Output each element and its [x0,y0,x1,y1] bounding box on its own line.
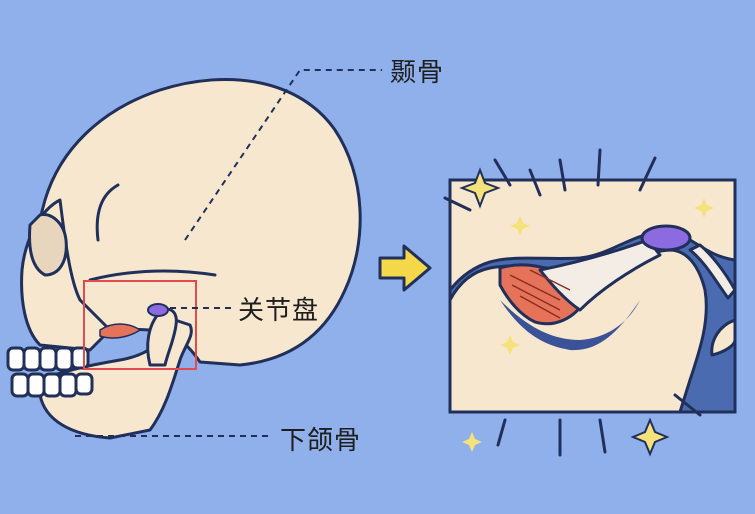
label-mandible: 下颌骨 [280,426,362,456]
lower-teeth [10,372,94,398]
small-disc [147,303,169,317]
ray [443,196,472,212]
sparkle-icon [459,167,501,209]
skull-eye-socket [28,212,68,277]
ray [598,418,607,454]
tooth [42,372,62,398]
sparkle-icon [510,216,530,236]
sparkle-rays [443,148,702,457]
tooth [6,346,26,372]
tooth [10,372,30,398]
small-muscle [99,323,142,339]
skull-cranium [36,77,362,367]
stripe [519,295,561,319]
tooth [38,346,58,372]
ray [596,148,602,187]
zoom-articular-disc [640,224,692,252]
upper-teeth [6,346,90,372]
stripe [529,269,571,291]
sparkles [459,167,714,457]
zoom-panel [448,178,737,414]
sparkle-icon [500,335,520,355]
leader-lines [75,69,382,437]
sparkle-icon [462,432,482,452]
muscle-stripes [509,269,571,319]
tooth [74,372,94,396]
tooth [58,372,78,398]
tooth [54,346,74,372]
ray [528,168,542,197]
highlight-box [83,280,197,370]
skull-joint-detail [99,303,169,339]
zoom-ligament [538,238,662,312]
arrow-icon [378,244,432,292]
label-temporal-bone: 颞骨 [390,58,445,88]
skull-nasal-line [95,183,120,242]
ray [493,158,512,187]
zoom-panel-border [448,178,737,414]
sparkle-icon [630,417,670,457]
stripe [509,274,561,301]
ray [673,393,702,417]
zoom-lower-ligament [688,243,735,300]
ray [496,418,507,447]
zoom-temporal-bone [450,180,735,292]
tooth [70,346,90,370]
sparkle-icon [694,198,714,218]
skull-zygomatic-arch [88,269,217,282]
leader-temporal [184,69,382,241]
label-articular-disc: 关节盘 [238,296,320,326]
tooth [22,346,42,372]
skull-condyle [146,307,178,367]
zoom-recess [500,300,640,351]
tooth [26,372,46,398]
ray [638,156,657,192]
ray [558,158,567,192]
stripe [511,284,561,311]
skull [6,77,362,440]
